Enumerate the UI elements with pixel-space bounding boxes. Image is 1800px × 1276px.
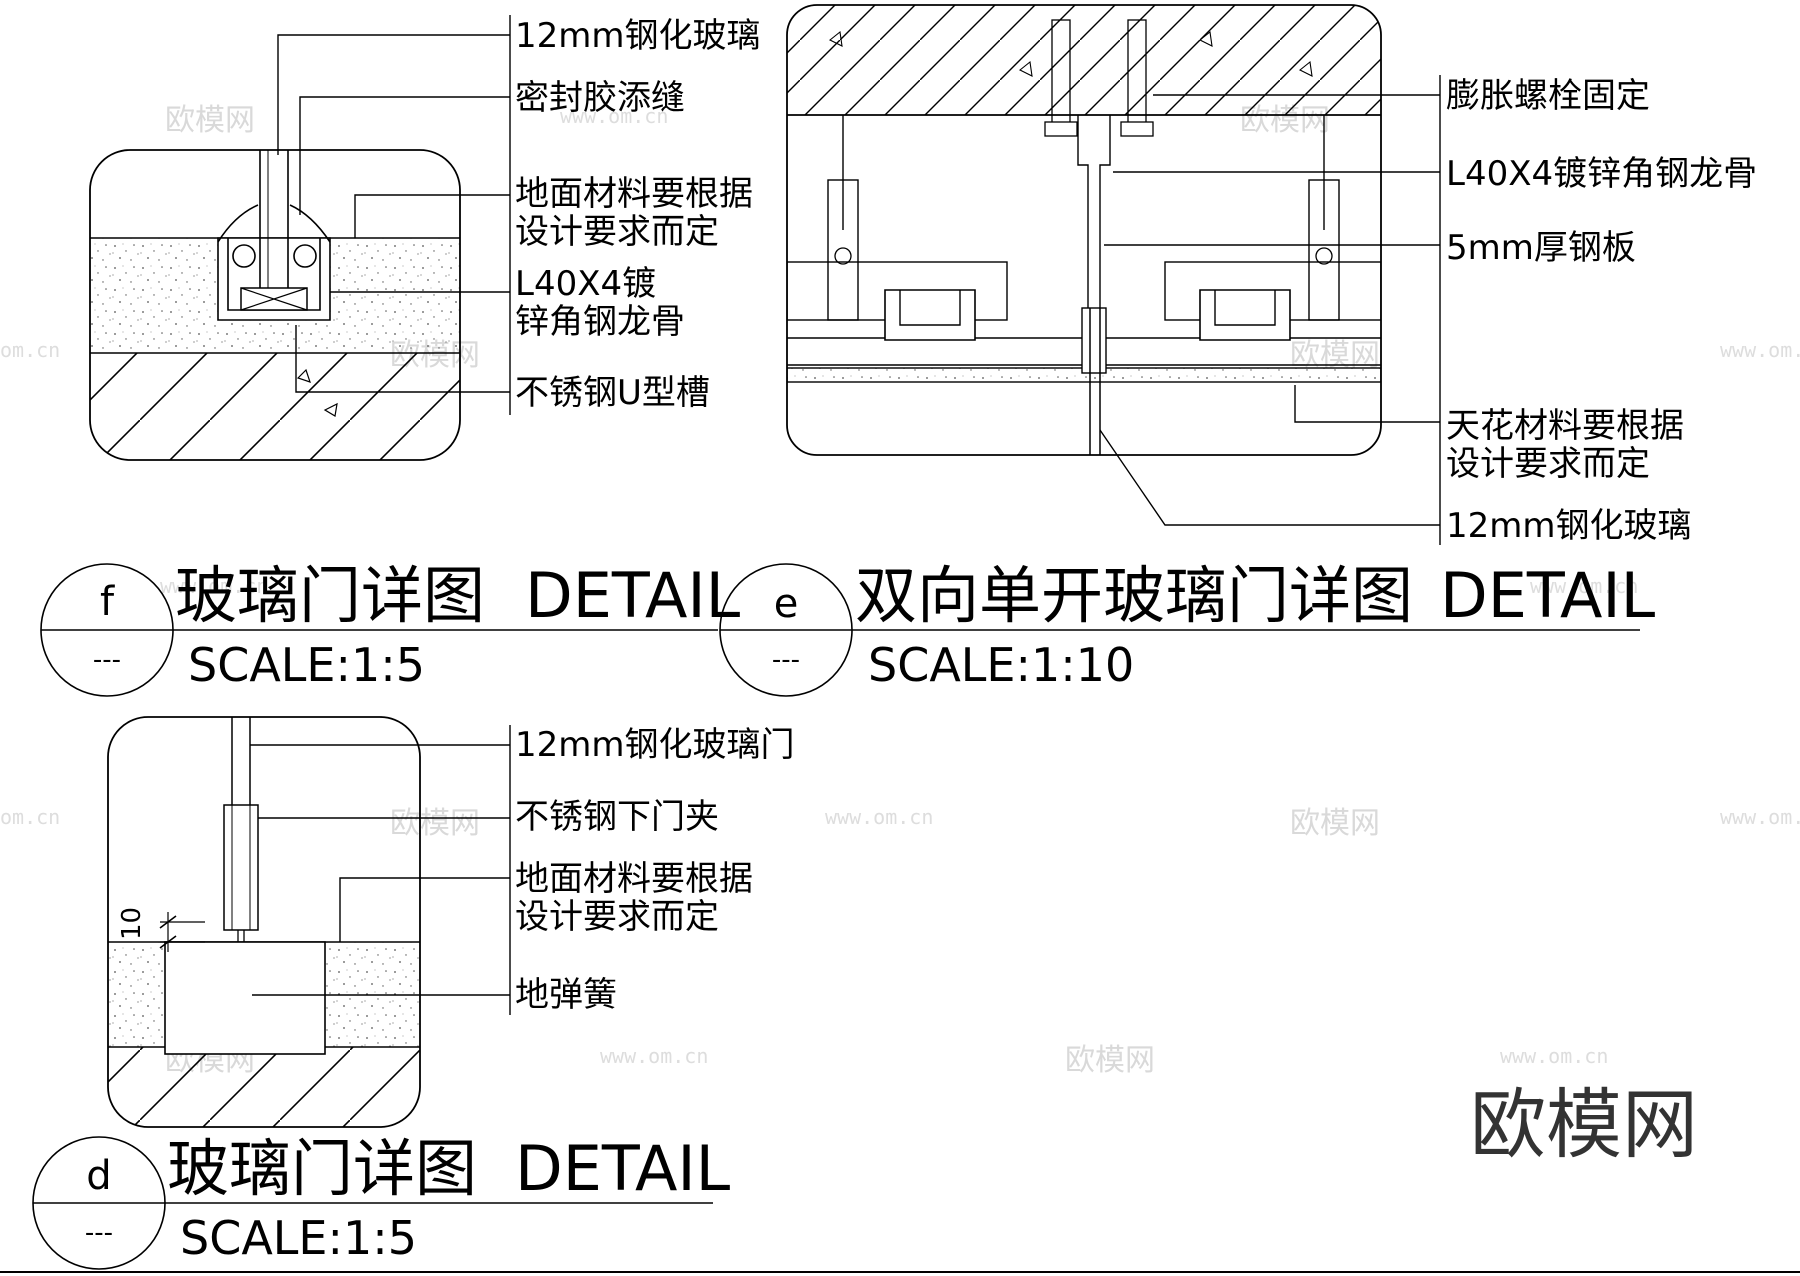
label-expansion-bolt: 膨胀螺栓固定 (1446, 76, 1650, 116)
label-angle-steel-keel: L40X4镀锌角钢龙骨 (1446, 154, 1758, 194)
detail-e-title-en: DETAIL (1440, 559, 1656, 632)
watermark-brand: 欧模网 (1065, 1043, 1155, 1078)
detail-d-title-en: DETAIL (515, 1132, 731, 1205)
label-floor-material-d1: 地面材料要根据 (515, 859, 753, 899)
detail-d-drawing (107, 716, 511, 1128)
watermark-brand: 欧模网 (165, 103, 255, 138)
detail-f-title: 玻璃门详图 (175, 559, 486, 632)
label-angle-steel-2: 锌角钢龙骨 (515, 302, 685, 342)
label-ceiling-material-1: 天花材料要根据 (1446, 406, 1684, 446)
callout-sub-d: --- (84, 1218, 114, 1248)
label-angle-steel-1: L40X4镀 (515, 264, 657, 304)
callout-letter-f: f (99, 579, 115, 625)
label-tempered-glass: 12mm钢化玻璃 (515, 16, 761, 56)
callout-letter-d: d (86, 1153, 112, 1199)
detail-d-scale: SCALE:1:5 (180, 1211, 418, 1265)
watermark-brand: 欧模网 (1290, 338, 1380, 373)
label-sealant: 密封胶添缝 (515, 78, 685, 118)
detail-f-scale: SCALE:1:5 (188, 638, 426, 692)
label-floor-spring: 地弹簧 (515, 975, 617, 1015)
watermark-site: www.om.cn (1500, 1044, 1609, 1068)
detail-e-drawing (786, 4, 1441, 545)
label-floor-material-1: 地面材料要根据 (515, 174, 753, 214)
label-ceiling-material-2: 设计要求而定 (1446, 444, 1650, 484)
watermark-domain: om.cn (0, 338, 61, 362)
watermark-brand: 欧模网 (1290, 806, 1380, 841)
callout-sub-e: --- (771, 645, 801, 675)
detail-d-title: 玻璃门详图 (167, 1132, 478, 1205)
label-tempered-glass-door: 12mm钢化玻璃门 (515, 725, 795, 765)
brand-logo: 欧模网 (1470, 1080, 1698, 1169)
label-bottom-clamp: 不锈钢下门夹 (515, 797, 719, 837)
label-u-channel: 不锈钢U型槽 (515, 373, 710, 413)
dimension-10: 10 (117, 906, 147, 940)
watermark-site: www.om.cn (560, 104, 669, 128)
watermark-site: www.om.cn (160, 574, 269, 598)
label-steel-plate: 5mm厚钢板 (1446, 228, 1636, 268)
label-tempered-glass-e: 12mm钢化玻璃 (1446, 506, 1692, 546)
watermark-site: www.om.cn (1720, 338, 1800, 362)
watermark-domain: om.cn (0, 805, 61, 829)
watermark-site: www.om.cn (1530, 574, 1639, 598)
title-block-lines (0, 563, 1800, 1273)
detail-f-drawing (89, 15, 511, 461)
callout-letter-e: e (773, 581, 799, 627)
callout-sub-f: --- (92, 645, 122, 675)
label-floor-material-2: 设计要求而定 (515, 212, 719, 252)
watermark-site: www.om.cn (825, 805, 934, 829)
label-floor-material-d2: 设计要求而定 (515, 897, 719, 937)
watermark-brand: 欧模网 (390, 806, 480, 841)
detail-e-scale: SCALE:1:10 (868, 638, 1135, 692)
detail-e-title: 双向单开玻璃门详图 (855, 559, 1414, 632)
detail-f-title-en: DETAIL (525, 559, 741, 632)
watermark-site: www.om.cn (1720, 805, 1800, 829)
watermark-site: www.om.cn (600, 1044, 709, 1068)
